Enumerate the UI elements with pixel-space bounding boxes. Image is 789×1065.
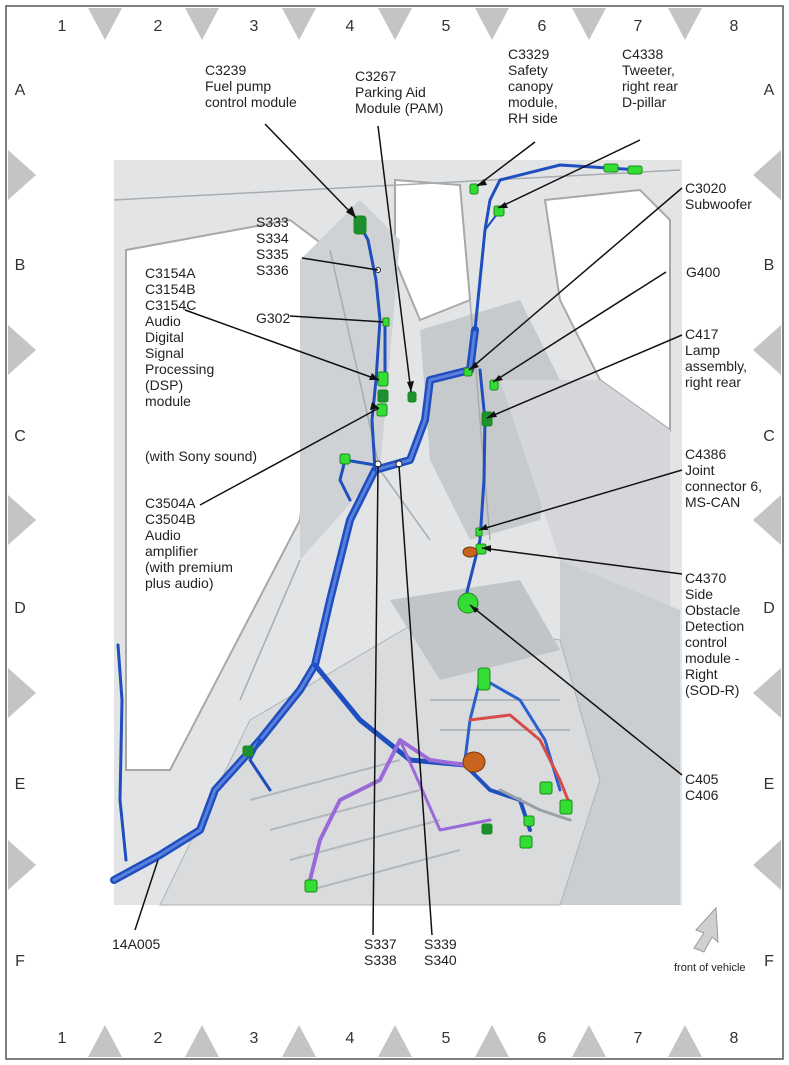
grid-col-5-bottom: 5 [441, 1030, 451, 1047]
label-c4386: C4386 Joint connector 6, MS-CAN [685, 446, 763, 510]
grid-row-d-left: D [14, 600, 26, 617]
label-c4338: C4338 Tweeter, right rear D-pillar [622, 46, 679, 110]
grid-row-e-right: E [763, 776, 775, 793]
connector-c3267 [407, 391, 417, 403]
label-c405-c406: C405 C406 [685, 771, 719, 803]
label-g302: G302 [256, 310, 291, 326]
label-s333-s336: S333 S334 S335 S336 [256, 214, 289, 278]
connector-c3329 [469, 183, 479, 195]
grid-col-6-bottom: 6 [537, 1030, 547, 1047]
grid-col-7-top: 7 [633, 18, 643, 35]
grid-col-4-top: 4 [345, 18, 355, 35]
label-front-of-vehicle: front of vehicle [674, 962, 746, 974]
grid-col-3-top: 3 [249, 18, 259, 35]
connector-g302 [382, 317, 390, 327]
label-c4370: C4370 Side Obstacle Detection control mo… [685, 570, 745, 698]
grid-col-6-top: 6 [537, 18, 547, 35]
label-s339-s340: S339 S340 [424, 936, 457, 968]
label-c3239: C3239 Fuel pump control module [205, 62, 297, 110]
connector-c3504 [376, 403, 388, 417]
connector-c417 [481, 411, 493, 427]
grid-markers-left [8, 150, 36, 890]
connector-c3154 [377, 371, 389, 387]
grid-markers-right [753, 150, 781, 890]
front-arrow-icon [693, 906, 719, 953]
grid-col-8-top: 8 [729, 18, 739, 35]
label-c3504: C3504A C3504B Audio amplifier (with prem… [145, 495, 233, 591]
label-c3020: C3020 Subwoofer [685, 180, 752, 212]
grid-col-7-bottom: 7 [633, 1030, 643, 1047]
grid-col-2-bottom: 2 [153, 1030, 163, 1047]
grid-col-5-top: 5 [441, 18, 451, 35]
grid-markers-top [88, 8, 702, 40]
grid-col-2-top: 2 [153, 18, 163, 35]
grid-row-b-right: B [763, 257, 775, 274]
grid-row-b-left: B [14, 257, 26, 274]
connector-c3239 [353, 215, 367, 235]
grid-col-1-bottom: 1 [57, 1030, 67, 1047]
connector-c4338 [493, 205, 505, 217]
grid-row-e-left: E [14, 776, 26, 793]
grid-row-f-left: F [15, 953, 25, 970]
grommet-orange [462, 751, 486, 773]
label-c3329: C3329 Safety canopy module, RH side [508, 46, 558, 126]
label-c417: C417 Lamp assembly, right rear [685, 326, 747, 390]
label-sony: (with Sony sound) [145, 448, 258, 464]
connector-orange-side [462, 546, 478, 558]
label-s337-s338: S337 S338 [364, 936, 397, 968]
label-c3267: C3267 Parking Aid Module (PAM) [355, 68, 444, 116]
grid-col-8-bottom: 8 [729, 1030, 739, 1047]
label-c3154: C3154A C3154B C3154C Audio Digital Signa… [145, 265, 215, 409]
grid-col-4-bottom: 4 [345, 1030, 355, 1047]
grid-markers-bottom [88, 1025, 702, 1057]
grid-col-3-bottom: 3 [249, 1030, 259, 1047]
grid-row-c-right: C [763, 428, 775, 445]
connectors [242, 163, 643, 893]
grid-col-1-top: 1 [57, 18, 67, 35]
leader-lines [134, 123, 683, 936]
arrow-heads [346, 179, 508, 613]
wiring-harness [110, 163, 642, 884]
label-g400: G400 [686, 264, 721, 280]
grid-row-a-left: A [14, 82, 26, 99]
label-14a005: 14A005 [112, 936, 161, 952]
grid-row-a-right: A [763, 82, 775, 99]
grid-row-f-right: F [764, 953, 774, 970]
grid-row-d-right: D [763, 600, 775, 617]
grid-row-c-left: C [14, 428, 26, 445]
connector-g400 [489, 379, 499, 391]
